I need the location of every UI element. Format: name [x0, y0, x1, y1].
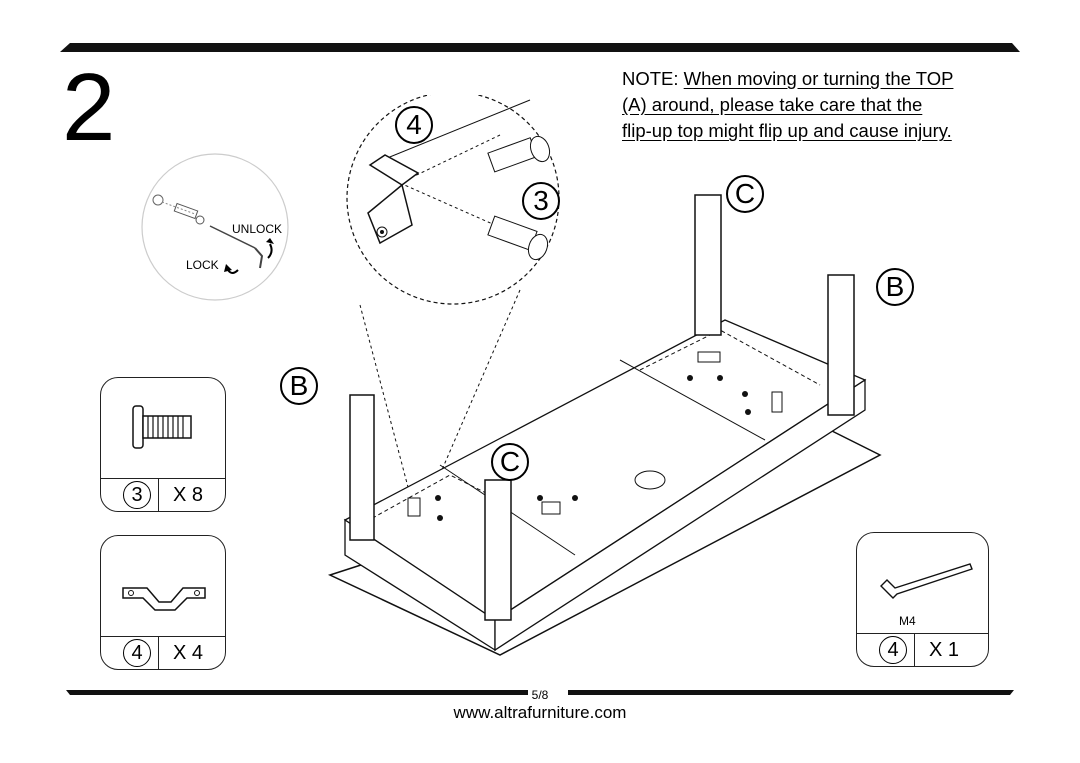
label-leg-c-back: C — [726, 175, 764, 213]
lock-label: LOCK — [186, 258, 219, 272]
label-leg-b-left: B — [280, 367, 318, 405]
note-line-3: flip-up top might flip up and cause inju… — [622, 120, 952, 141]
note-prefix: NOTE: — [622, 68, 684, 89]
bolt-icon — [132, 405, 192, 449]
footer-rule — [66, 690, 1014, 695]
callout-bolt-3: 3 — [522, 182, 560, 220]
table-assembly-illustration — [327, 194, 882, 656]
callout-bracket-4: 4 — [395, 106, 433, 144]
part-qty-4: X 4 — [173, 642, 204, 664]
unlock-label: UNLOCK — [232, 222, 283, 236]
header-rule — [60, 43, 1020, 52]
tool-box-allen-key: M4 4 X 1 — [856, 532, 989, 667]
step-number: 2 — [62, 54, 116, 161]
part-id-4: 4 — [123, 639, 151, 667]
allen-key-icon — [880, 563, 973, 599]
lock-detail-illustration — [141, 153, 289, 301]
label-leg-c-front: C — [491, 443, 529, 481]
part-qty-3: X 8 — [173, 484, 204, 506]
part-box-bolt: 3 X 8 — [100, 377, 226, 512]
tool-size: M4 — [899, 614, 916, 628]
safety-note: NOTE: When moving or turning the TOP (A)… — [622, 66, 1002, 144]
label-leg-b-right: B — [876, 268, 914, 306]
page-number: 5/8 — [531, 688, 549, 702]
bracket-icon — [122, 587, 206, 611]
note-line-1: When moving or turning the TOP — [683, 68, 954, 89]
bolt-lower-icon — [487, 215, 549, 261]
tool-id: 4 — [879, 636, 907, 664]
tool-qty: X 1 — [929, 639, 960, 661]
note-line-2: (A) around, please take care that the — [622, 94, 923, 115]
part-id-3: 3 — [123, 481, 151, 509]
website-url: www.altrafurniture.com — [453, 703, 627, 722]
part-box-bracket: 4 X 4 — [100, 535, 226, 670]
lock-detail: UNLOCK LOCK — [140, 152, 290, 302]
bolt-upper-icon — [487, 135, 551, 173]
